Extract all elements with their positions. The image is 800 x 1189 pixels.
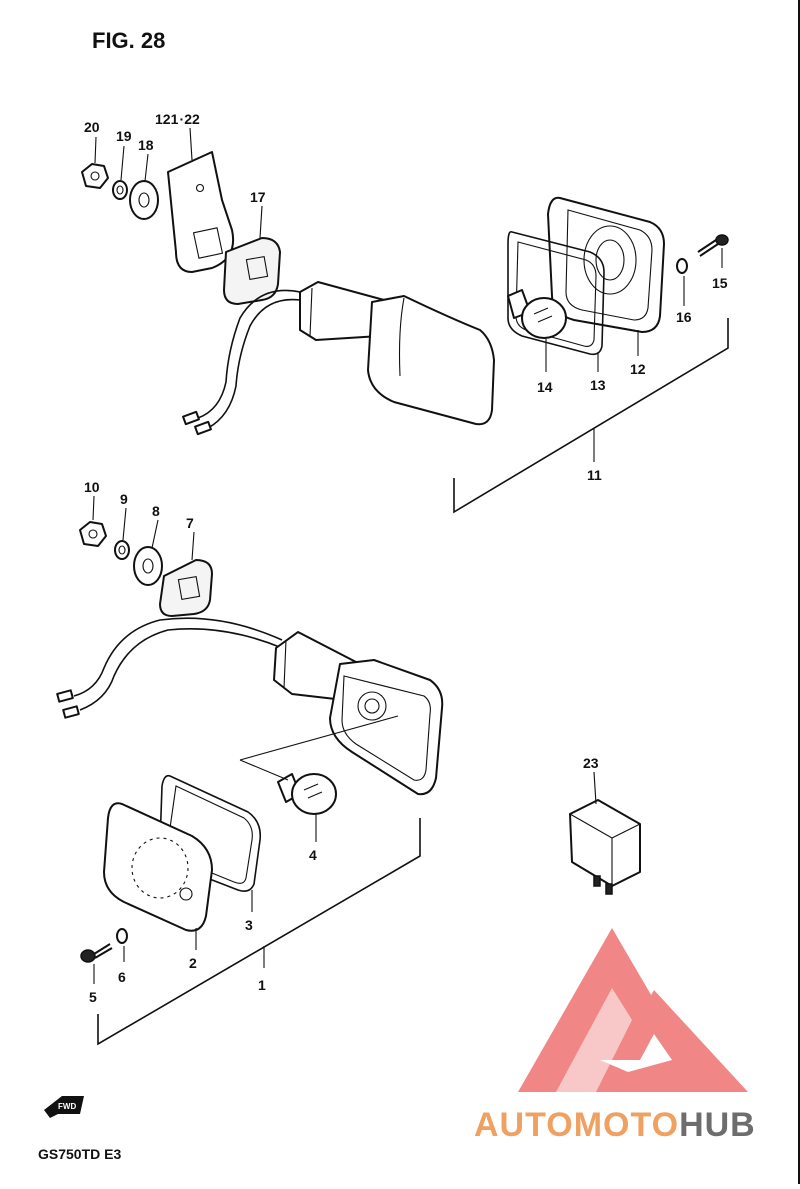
- washer-16: [676, 258, 688, 274]
- screw-15: [697, 234, 729, 257]
- group-bracket-11: [453, 318, 729, 514]
- callout-20: 20: [84, 119, 100, 135]
- callout-18: 18: [138, 137, 154, 153]
- turn-signal-housing-lower: [273, 631, 444, 796]
- nut-20: [81, 163, 109, 189]
- lens-2: [103, 802, 213, 932]
- leader-9: [122, 507, 127, 541]
- callout-12: 12: [630, 361, 646, 377]
- callout-1: 1: [258, 977, 266, 993]
- callout-14: 14: [537, 379, 553, 395]
- screw-5: [80, 943, 113, 963]
- bulb-14: [507, 289, 567, 339]
- callout-21-22: 121 ·22: [155, 111, 200, 127]
- bracket-21-22: [167, 151, 234, 273]
- bulb-4: [277, 773, 337, 815]
- callout-15: 15: [712, 275, 728, 291]
- callout-23: 23: [583, 755, 599, 771]
- callout-9: 9: [120, 491, 128, 507]
- watermark-text-part1: AUTOMOTO: [474, 1106, 679, 1144]
- leader-19: [120, 145, 125, 181]
- leader-23: [593, 771, 597, 805]
- grommet-7: [159, 559, 213, 617]
- turn-signal-housing-upper: [299, 281, 495, 426]
- grommet-17: [223, 237, 281, 305]
- callout-4: 4: [309, 847, 317, 863]
- wire-lower: [56, 617, 283, 719]
- leader-17: [259, 205, 263, 239]
- bulb-pointer-lines: [239, 715, 399, 781]
- callout-13: 13: [590, 377, 606, 393]
- scan-edge: [798, 0, 800, 1184]
- figure-title: FIG. 28: [92, 28, 165, 53]
- leader-10: [92, 495, 95, 521]
- callout-10: 10: [84, 479, 100, 495]
- callout-6: 6: [118, 969, 126, 985]
- fwd-arrow-icon: FWD: [44, 1096, 84, 1118]
- group-bracket-1: [97, 818, 421, 1046]
- lens-12: [547, 196, 665, 333]
- gasket-13: [507, 230, 605, 356]
- nut-10: [79, 521, 107, 547]
- model-code: GS750TD E3: [38, 1146, 121, 1162]
- washer-18: [129, 180, 159, 220]
- washer-6: [116, 928, 128, 944]
- callout-2: 2: [189, 955, 197, 971]
- washer-8: [133, 546, 163, 586]
- callout-3: 3: [245, 917, 253, 933]
- callout-17: 17: [250, 189, 266, 205]
- leader-20: [94, 136, 97, 164]
- relay-23: [569, 799, 641, 895]
- leader-18: [144, 153, 149, 182]
- watermark-logo-icon: [518, 928, 748, 1092]
- lock-washer-19: [112, 180, 128, 200]
- leader-8: [151, 519, 159, 549]
- wire-upper: [182, 289, 301, 436]
- callout-5: 5: [89, 989, 97, 1005]
- fwd-label: FWD: [58, 1102, 76, 1111]
- callout-16: 16: [676, 309, 692, 325]
- watermark-text: AUTOMOTOHUB: [474, 1106, 756, 1144]
- watermark-text-part2: HUB: [679, 1106, 756, 1144]
- callout-11: 11: [587, 467, 602, 483]
- lock-washer-9: [114, 540, 130, 560]
- callout-8: 8: [152, 503, 160, 519]
- callout-19: 19: [116, 128, 132, 144]
- leader-7: [191, 531, 195, 561]
- callout-7: 7: [186, 515, 194, 531]
- leader-21-22: [189, 127, 193, 161]
